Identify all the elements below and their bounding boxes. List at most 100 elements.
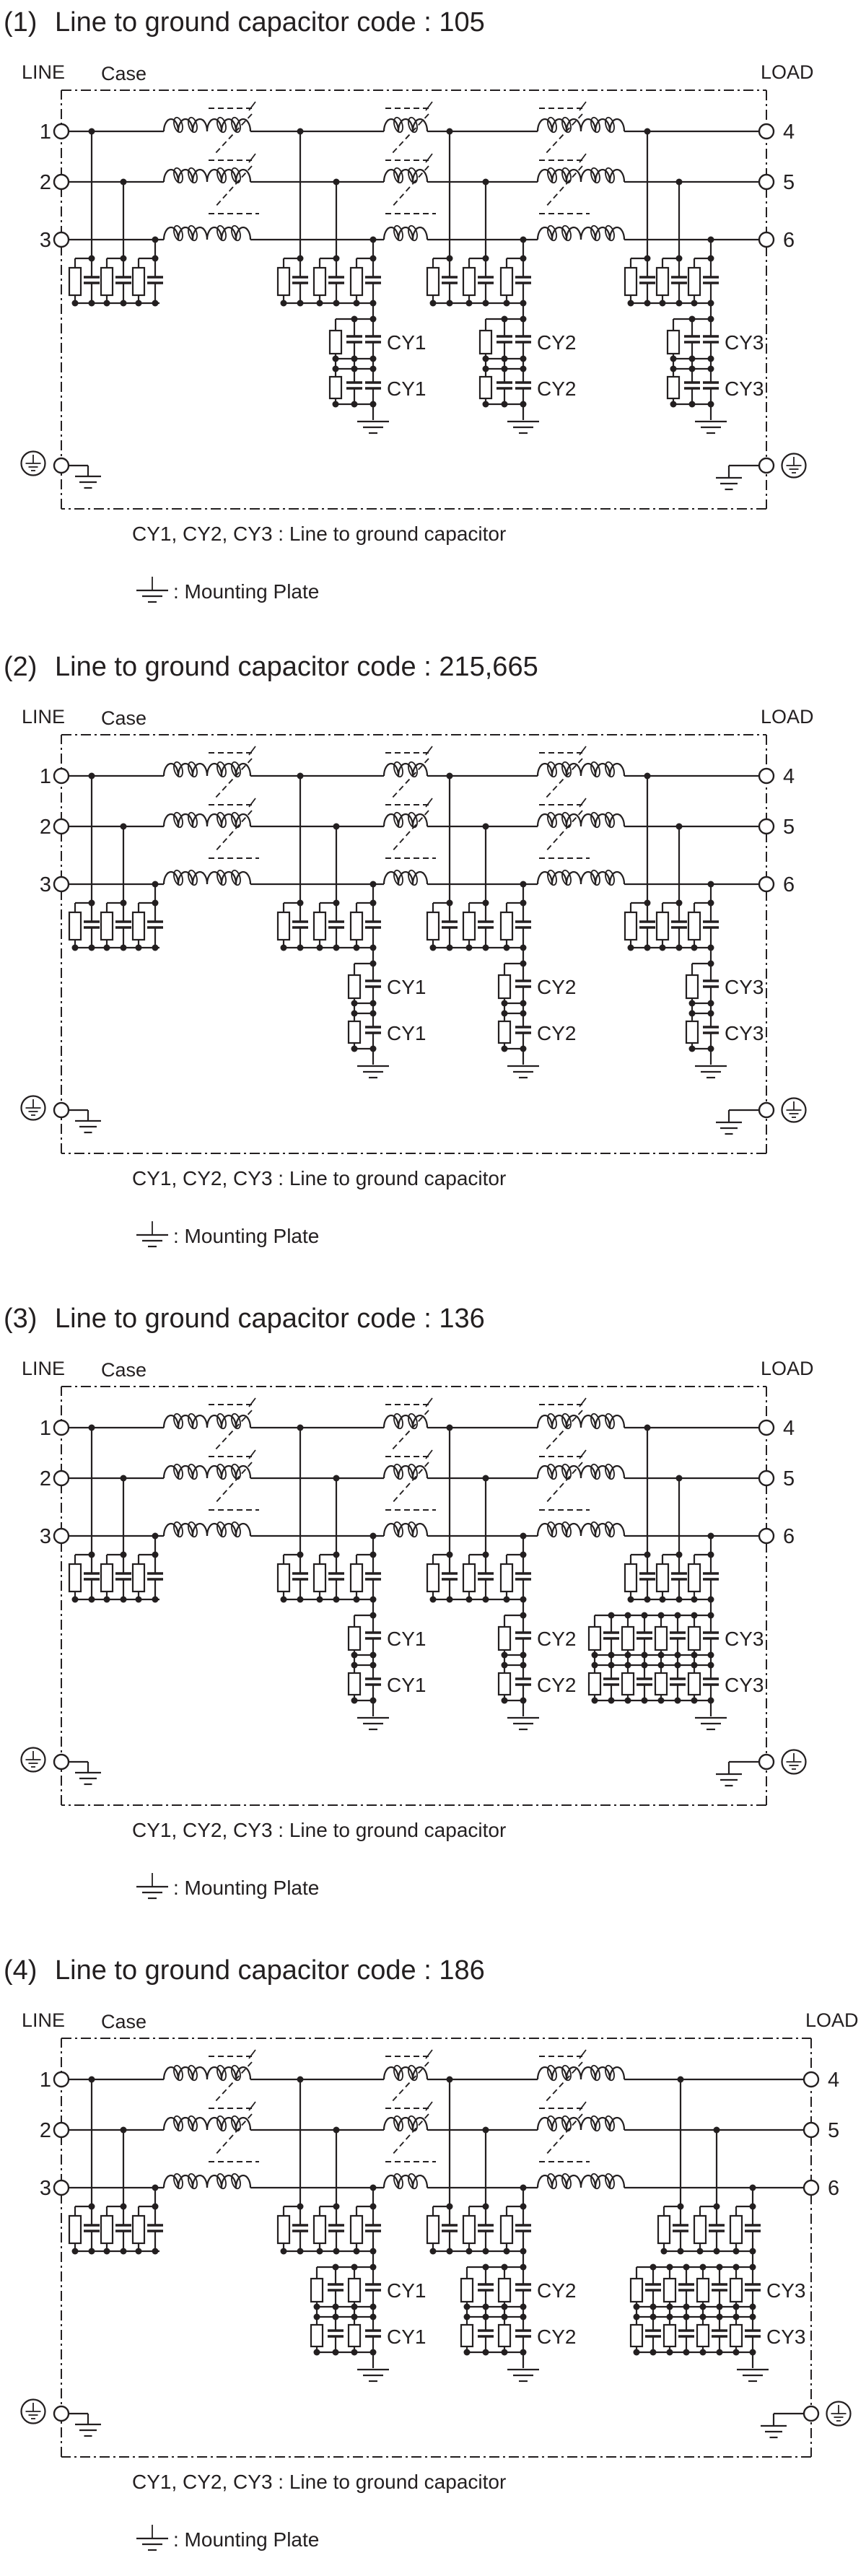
junction-dot: [369, 1000, 377, 1007]
line-terminal-1: [53, 123, 70, 140]
coil-loop: [561, 2173, 572, 2190]
resistor: [693, 2214, 707, 2245]
junction-dot: [644, 944, 651, 951]
junction-dot: [332, 2313, 339, 2320]
terminal-number: 3: [40, 873, 51, 896]
junction-dot: [333, 899, 340, 907]
resistor: [347, 1020, 362, 1044]
junction-dot: [707, 1551, 714, 1558]
resistor: [276, 2214, 291, 2245]
junction-dot: [369, 944, 377, 951]
inductor-coil: [206, 2116, 252, 2131]
coil-loop: [188, 2115, 198, 2132]
junction-dot: [351, 2349, 358, 2356]
inductor-coils: [162, 116, 626, 242]
junction-dot: [716, 2303, 723, 2310]
junction-dot: [332, 2303, 339, 2310]
junction-dot: [351, 401, 358, 408]
junction-dot: [333, 178, 340, 185]
resistor: [462, 266, 476, 297]
junction-dot: [707, 1662, 714, 1669]
resistor: [499, 911, 514, 941]
junction-dot: [675, 178, 683, 185]
terminals: [53, 1419, 775, 1771]
junction-dot: [707, 1010, 714, 1017]
junction-dot: [713, 2126, 720, 2134]
junction-dots: [71, 2076, 756, 2356]
line-terminal-2: [53, 818, 70, 835]
ground-terminal-left: [53, 2405, 70, 2422]
inductor-coil: [579, 118, 626, 132]
junction-dots: [71, 772, 714, 1052]
junction-dot: [608, 1697, 615, 1704]
coil-loop: [188, 167, 198, 184]
junction-dot: [482, 1551, 489, 1558]
terminal-number: 3: [40, 2177, 51, 2200]
junction-dots: [71, 128, 714, 408]
junction-dot: [482, 178, 489, 185]
case-label: Case: [101, 63, 146, 84]
mounting-plate-caption: : Mounting Plate: [173, 1225, 319, 1247]
junction-dot: [749, 2263, 756, 2271]
inductor-coil: [579, 813, 626, 827]
junction-dot: [677, 2203, 684, 2210]
inductor-coil: [382, 2116, 429, 2131]
junction-dot: [88, 899, 95, 907]
coil-loop: [231, 811, 241, 829]
resistor: [621, 1672, 635, 1696]
mounting-plate-caption: : Mounting Plate: [173, 2528, 319, 2551]
junction-dot: [707, 255, 714, 262]
coil-loop: [173, 1521, 183, 1538]
junction-dot: [351, 1045, 358, 1052]
junction-dot: [688, 1000, 696, 1007]
resistor: [131, 911, 146, 941]
line-terminal-1: [53, 1419, 70, 1436]
coil-loop: [590, 1413, 600, 1430]
junction-dot: [333, 1596, 340, 1603]
coil-loop: [561, 224, 572, 242]
junction-dot: [297, 1596, 304, 1603]
junction-dot: [749, 2303, 756, 2310]
inductor-coil: [206, 1414, 252, 1428]
resistor: [621, 1625, 635, 1651]
junction-dot: [501, 1697, 508, 1704]
junction-dot: [482, 944, 489, 951]
resistor: [497, 1020, 512, 1044]
line-side-label: LINE: [22, 2009, 65, 2031]
resistor: [497, 2323, 512, 2348]
junction-dot: [429, 944, 437, 951]
junction-dot: [501, 2313, 508, 2320]
coil-loop: [231, 2115, 241, 2132]
junction-dot: [369, 1532, 377, 1540]
junction-dots: [71, 1424, 714, 1704]
coil-loop: [216, 116, 227, 134]
coil-loop: [216, 2115, 227, 2132]
inductor-coil: [206, 118, 252, 132]
terminals: [53, 123, 775, 474]
coil-loop: [393, 1521, 403, 1538]
inductor-coil: [162, 1414, 209, 1428]
section-title: Line to ground capacitor code : 215,665: [55, 652, 538, 682]
inductor-coil: [206, 226, 252, 240]
junction-dot: [446, 2203, 453, 2210]
junction-dot: [644, 128, 651, 135]
load-terminal-5: [802, 2121, 820, 2139]
case-border: [61, 734, 767, 1154]
cy-label: CY2: [537, 1674, 576, 1696]
terminal-number: 6: [783, 873, 795, 896]
junction-dot: [120, 2248, 127, 2255]
junction-dot: [707, 881, 714, 888]
inductor-coil: [579, 1522, 626, 1537]
junction-dot: [732, 2263, 740, 2271]
junction-dot: [313, 2303, 320, 2310]
coil-loop: [231, 1463, 241, 1480]
inductor-coil: [536, 226, 582, 240]
junction-dot: [332, 365, 339, 372]
junction-dot: [369, 2248, 377, 2255]
coil-loop: [216, 224, 227, 242]
coil-loop: [408, 1463, 418, 1480]
resistor: [497, 974, 512, 1000]
coil-loop: [231, 1521, 241, 1538]
